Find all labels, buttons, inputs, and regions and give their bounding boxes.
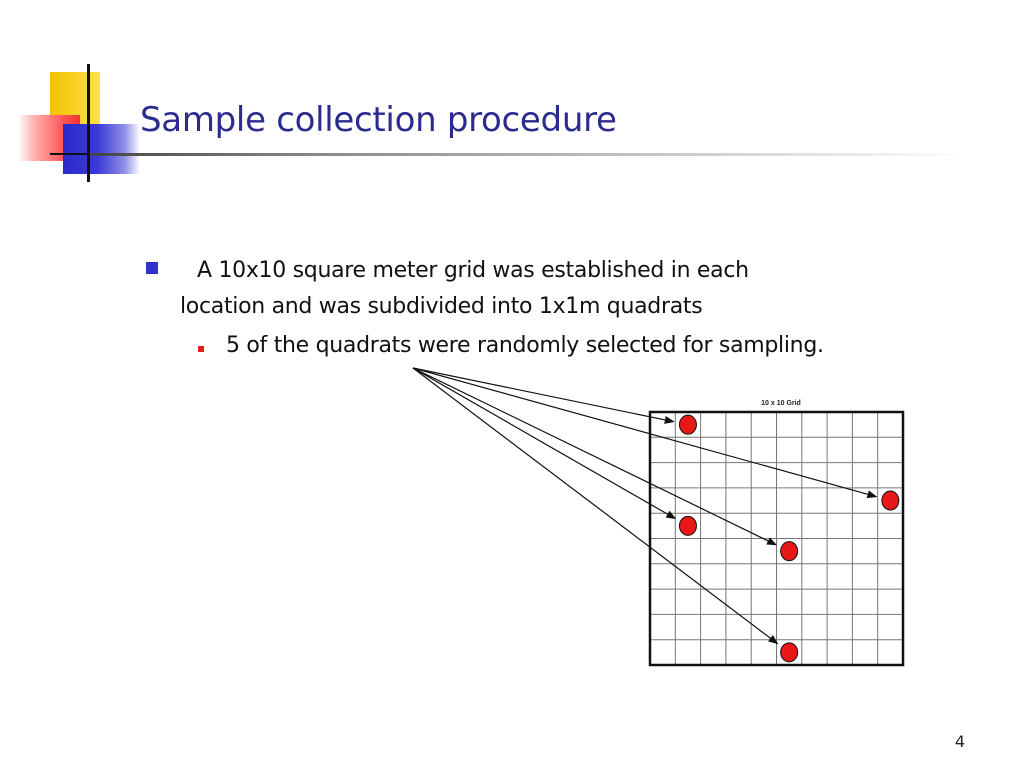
pointer-arrow: [412, 367, 779, 645]
selected-quadrat-markers: [678, 414, 900, 663]
logo-vertical-line: [87, 64, 90, 182]
pointer-arrow: [412, 367, 675, 424]
pointer-arrow: [412, 367, 677, 520]
pointer-arrows: [412, 367, 878, 645]
selected-quadrat-dot: [780, 541, 799, 562]
selected-quadrat-dot: [780, 642, 799, 663]
selected-quadrat-dot: [678, 515, 697, 536]
bullet-marker-level2: [198, 346, 204, 352]
bullet-text-level2: 5 of the quadrats were randomly selected…: [226, 333, 824, 358]
bullet-line2: location and was subdivided into 1x1m qu…: [180, 294, 703, 319]
selected-quadrat-dot: [881, 490, 900, 511]
grid-border: [648, 410, 905, 667]
title-underline: [90, 153, 970, 156]
page-number: 4: [954, 732, 966, 751]
grid-lines: [650, 412, 903, 665]
template-logo: [0, 0, 160, 190]
logo-blue-square: [63, 124, 140, 174]
pointer-arrow: [412, 367, 778, 546]
selected-quadrat-dot: [678, 414, 697, 435]
grid-title: 10 x 10 Grid: [761, 400, 801, 407]
pointer-arrow: [412, 367, 878, 499]
bullet-marker-level1: [146, 262, 158, 274]
slide-title: Sample collection procedure: [140, 100, 617, 140]
bullet-line1: A 10x10 square meter grid was establishe…: [197, 258, 749, 283]
bullet-text-level1: A 10x10 square meter grid was establishe…: [180, 253, 880, 325]
